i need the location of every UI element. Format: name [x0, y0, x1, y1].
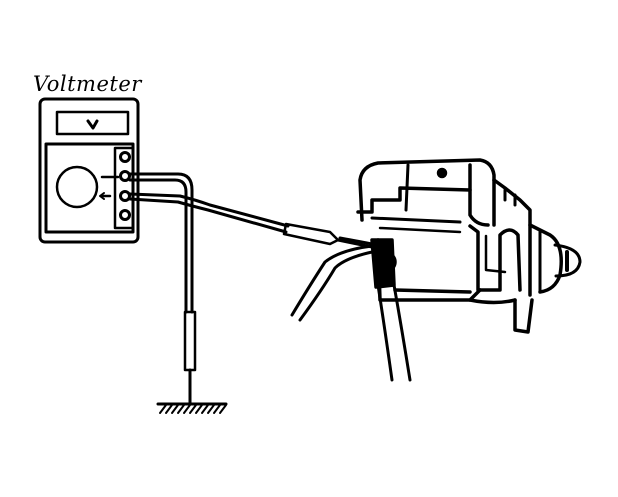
starter-motor: [356, 158, 582, 334]
terminals: [119, 151, 131, 221]
ground-lead: [128, 172, 197, 406]
display-v-mark: [86, 119, 99, 130]
dial: [55, 165, 99, 209]
positive-lead: [128, 192, 374, 249]
ground-symbol: [156, 402, 228, 414]
voltmeter-label: Voltmeter: [33, 72, 142, 96]
voltmeter: [38, 97, 140, 244]
battery-cable: [290, 236, 412, 382]
